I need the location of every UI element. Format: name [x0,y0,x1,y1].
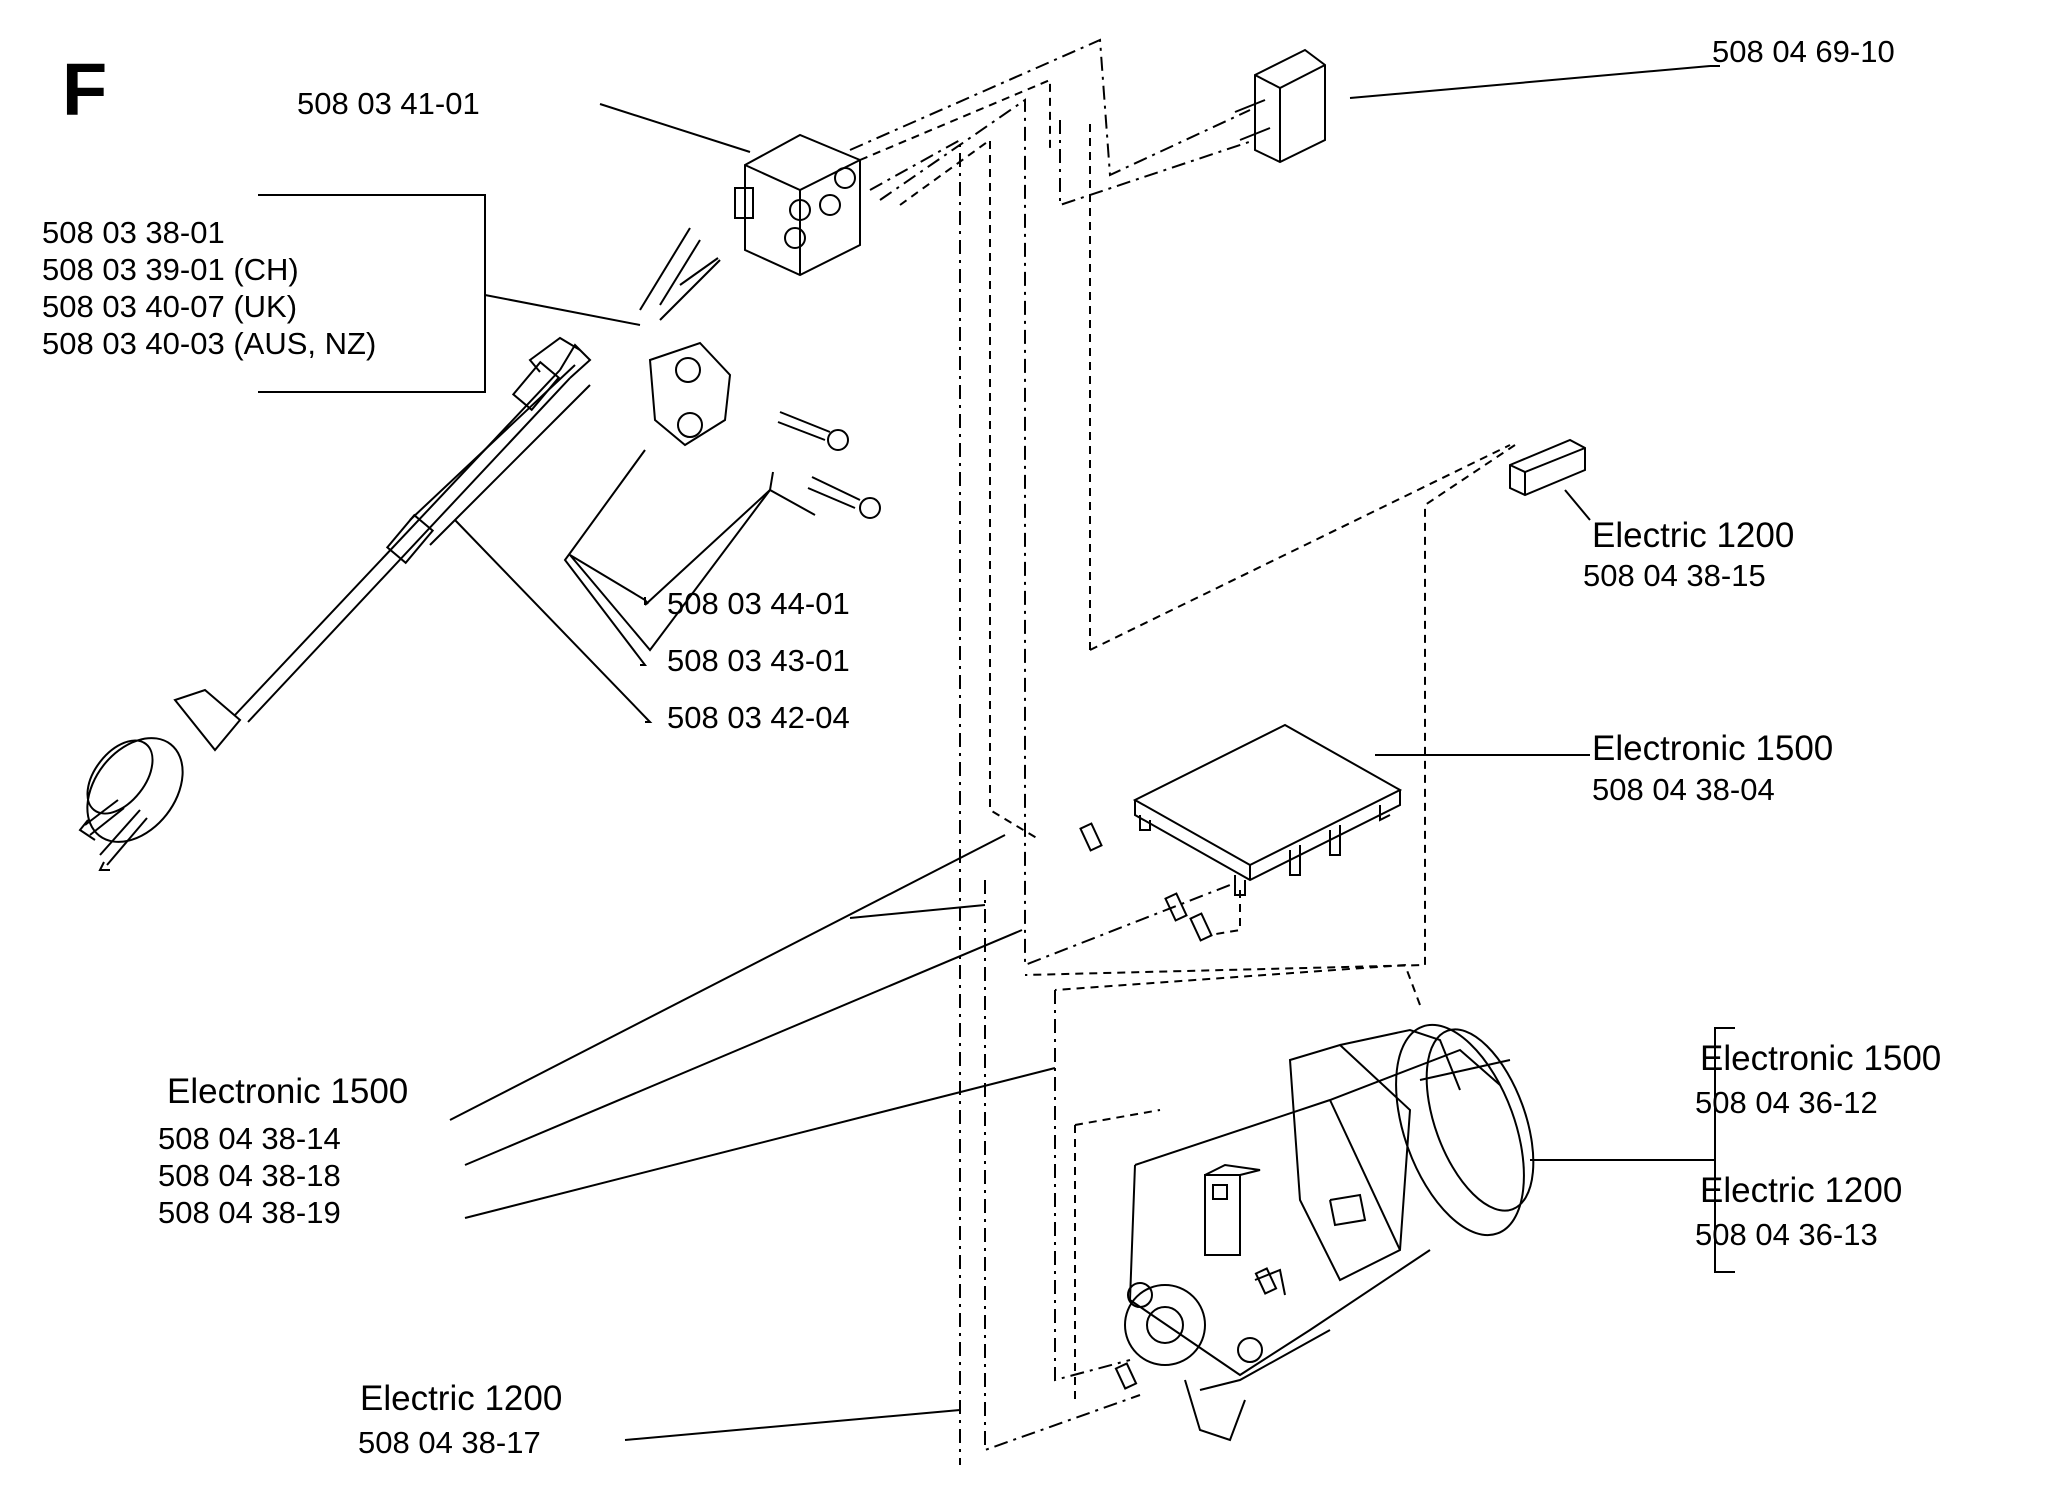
capacitor-box [1234,48,1326,164]
cord-bracket [258,194,486,393]
connector [1079,822,1278,1390]
power-cord [78,227,721,871]
leader-line [569,489,771,652]
part-label-plate: 508 03 43-01 [667,643,850,678]
wire-dashdot [849,38,1251,177]
leader-line [1564,489,1591,521]
model-label: Electric 1200 [1592,516,1795,555]
leader-line [769,471,774,491]
wire-dashdot [1054,990,1131,1382]
model-label: Electronic 1500 [1700,1039,1942,1078]
part-label-terminal-block: 508 03 41-01 [297,86,480,121]
part-label-screws: 508 03 44-01 [667,586,850,621]
leader-line [849,904,986,919]
motor-bracket [1714,1027,1735,1273]
wire-dashed [899,138,1041,841]
leader-line [563,449,648,666]
wire-dashdot [869,138,961,1465]
resistor-component [1509,438,1586,497]
part-label-sleeve: 508 03 42-04 [667,700,850,735]
part-label-wire: 508 04 38-17 [358,1425,541,1460]
wire-dashdot [879,98,1231,967]
section-letter: F [62,48,108,131]
part-label-wire: 508 04 38-19 [158,1195,341,1230]
wire-dashdot [1059,120,1256,207]
motor-assembly [1124,1023,1535,1442]
leader-line [464,929,1023,1166]
wire-dashed [1209,890,1241,936]
leader-line [1349,65,1711,99]
model-label: Electric 1200 [1700,1171,1903,1210]
wire-dashed [1024,444,1516,976]
wire-dashdot [984,880,1141,1452]
electronic-board [1132,723,1403,896]
leader-line [484,294,641,326]
wire-dashed [1089,444,1511,651]
hex-plate [648,341,732,447]
leader-line [599,103,751,153]
wire-dashed [1074,1109,1161,1126]
wire-dashed [1054,963,1421,1006]
leader-line [454,519,653,723]
part-label-motor: 508 04 36-13 [1695,1217,1878,1252]
part-label-resistor: 508 04 38-15 [1583,558,1766,593]
part-label-motor: 508 04 36-12 [1695,1085,1878,1120]
part-label-wire: 508 04 38-14 [158,1121,341,1156]
part-label-cord: 508 03 40-07 (UK) [42,289,298,324]
part-label-wire: 508 04 38-18 [158,1158,341,1193]
part-label-board: 508 04 38-04 [1592,772,1775,807]
leader-line [449,834,1006,1121]
model-label: Electronic 1500 [167,1072,409,1111]
part-label-cord: 508 03 39-01 (CH) [42,252,299,287]
terminal-block [734,133,861,277]
part-label-cord: 508 03 40-03 (AUS, NZ) [42,326,377,361]
model-label: Electric 1200 [360,1379,563,1418]
part-label-capacitor: 508 04 69-10 [1712,34,1895,69]
model-label: Electronic 1500 [1592,729,1834,768]
leader-line [464,1067,1056,1219]
screw [777,411,881,519]
leader-line [624,1409,961,1441]
part-label-cord: 508 03 38-01 [42,215,225,250]
